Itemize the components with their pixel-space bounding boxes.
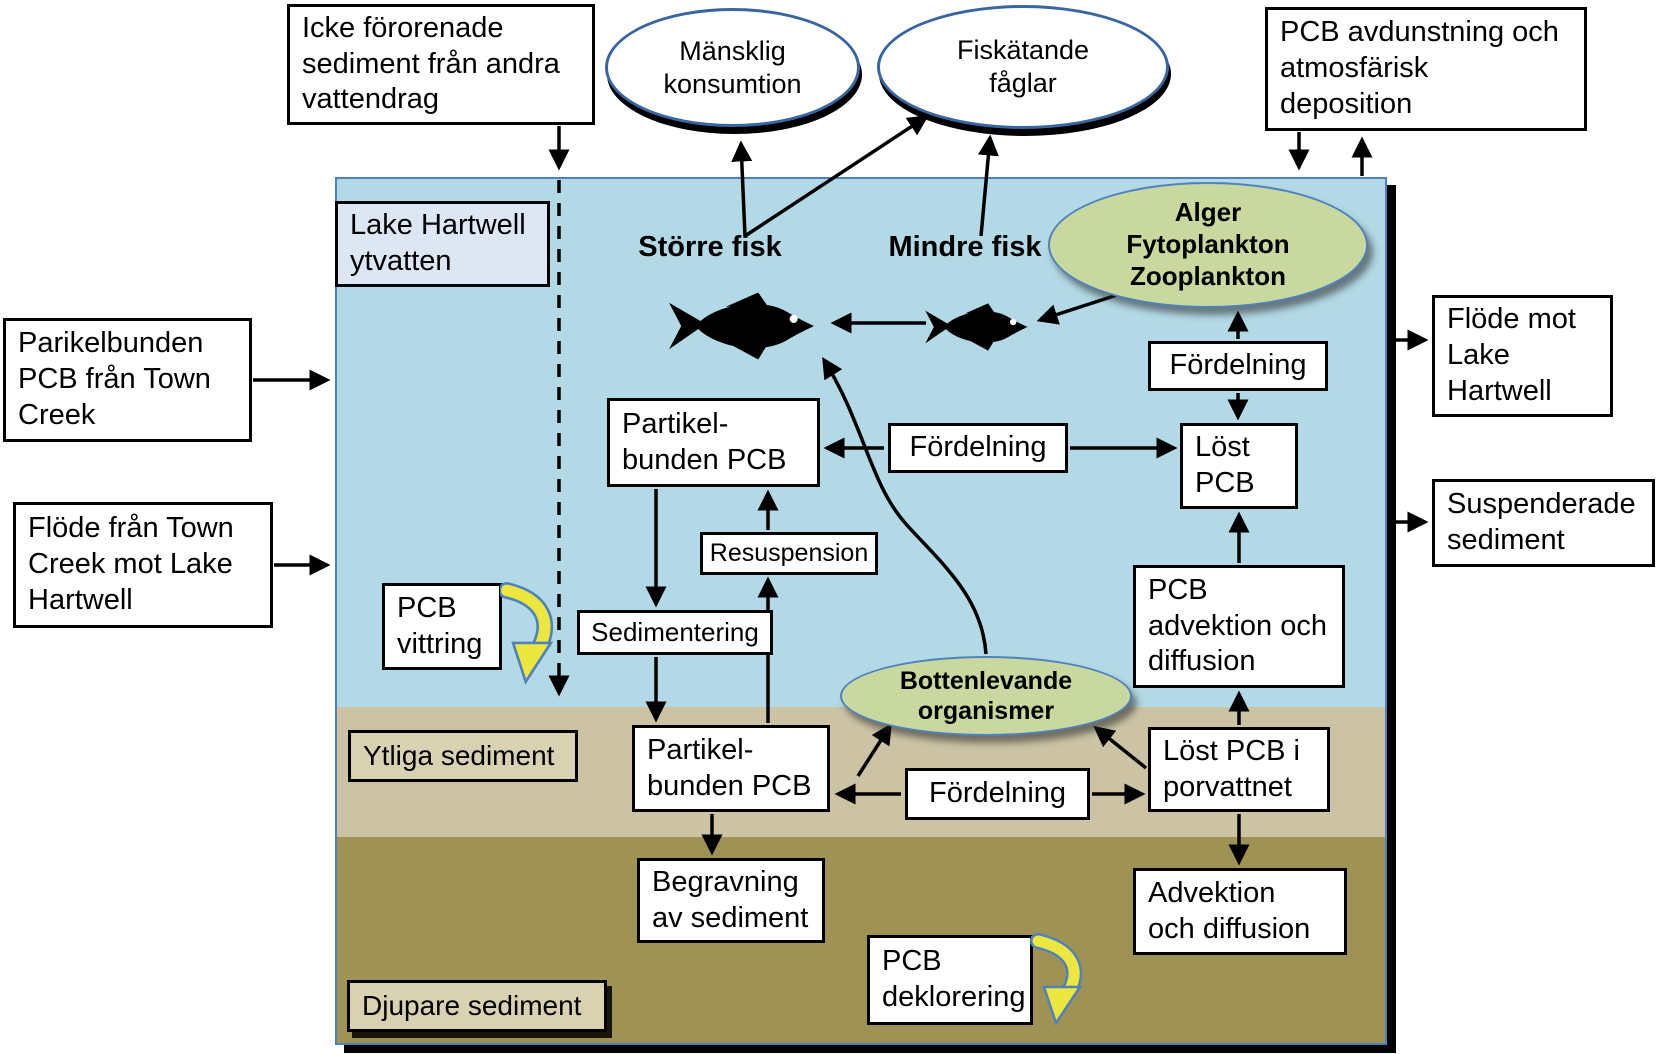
pcb-advection-line2: advektion och xyxy=(1148,609,1327,642)
dissolved-pcb-line2: PCB xyxy=(1195,467,1255,499)
partitioning-sediment-text: Fördelning xyxy=(928,777,1067,810)
box-sedimentation: Sedimentering xyxy=(577,610,773,655)
resuspension-text: Resuspension xyxy=(709,539,869,567)
label-smaller-fish: Mindre fisk xyxy=(888,231,1042,263)
fish-eating-birds-line2: fåglar xyxy=(989,68,1057,98)
weathering-line2: vittring xyxy=(397,627,483,660)
flow-towncreek-line1: Flöde från Town xyxy=(28,512,234,545)
particle-water-line1: Partikel- xyxy=(622,407,729,440)
box-pcb-weathering: PCB vittring xyxy=(382,583,502,670)
box-evaporation-deposition: PCB avdunstning och atmosfärisk depositi… xyxy=(1265,7,1587,131)
flow-to-lake-line3: Hartwell xyxy=(1447,374,1552,407)
dechlorination-cycle-arrow-icon xyxy=(1030,933,1083,1026)
particle-sed-line1: Partikel- xyxy=(647,733,754,766)
ellipse-fish-eating-birds: Fiskätande fåglar xyxy=(877,5,1169,129)
box-unpolluted-sediment: Icke förorenade sediment från andra vatt… xyxy=(287,4,595,125)
particle-towncreek-line3: Creek xyxy=(18,398,96,431)
arrow-sedpcb-to-benthic xyxy=(856,723,892,777)
box-dissolved-pcb-porewater: Löst PCB i porvattnet xyxy=(1148,727,1330,812)
partitioning-upper-text: Fördelning xyxy=(1169,349,1307,382)
weathering-cycle-arrow-icon xyxy=(500,582,554,685)
particle-sed-line2: bunden PCB xyxy=(647,769,812,802)
box-flow-to-lake: Flöde mot Lake Hartwell xyxy=(1432,295,1613,417)
benthic-line1: Bottenlevande xyxy=(899,666,1073,695)
ellipse-benthic-organisms: Bottenlevande organismer xyxy=(840,656,1132,736)
partitioning-water-text: Fördelning xyxy=(909,431,1047,464)
sedimentation-text: Sedimentering xyxy=(591,617,759,648)
arrow-bigfish-to-human xyxy=(731,140,753,237)
flow-towncreek-line2: Creek mot Lake xyxy=(28,548,233,581)
porewater-line1: Löst PCB i xyxy=(1163,734,1300,767)
label-deep-sediment: Djupare sediment xyxy=(347,980,607,1032)
suspended-line2: sediment xyxy=(1447,524,1565,556)
larger-fish-icon xyxy=(669,292,814,360)
smaller-fish-icon xyxy=(925,303,1028,351)
box-particle-bound-pcb-water: Partikel- bunden PCB xyxy=(607,398,820,487)
box-particle-pcb-town-creek: Parikelbunden PCB från Town Creek xyxy=(3,318,252,442)
fish-eating-birds-line1: Fiskätande xyxy=(956,35,1090,66)
box-pcb-advection-diffusion: PCB advektion och diffusion xyxy=(1133,565,1345,688)
evaporation-line3: deposition xyxy=(1280,87,1413,120)
deep-sediment-text: Djupare sediment xyxy=(362,989,582,1021)
flow-to-lake-line1: Flöde mot xyxy=(1447,303,1576,336)
pcb-advection-line1: PCB xyxy=(1148,573,1208,606)
dechlorination-line1: PCB xyxy=(882,945,942,978)
plankton-line2: Fytoplankton xyxy=(1126,229,1290,260)
suspended-line1: Suspenderade xyxy=(1447,488,1636,521)
box-pcb-dechlorination: PCB deklorering xyxy=(867,935,1033,1025)
deep-advection-line1: Advektion xyxy=(1148,876,1276,909)
deep-advection-line2: och diffusion xyxy=(1148,912,1311,945)
burial-line1: Begravning xyxy=(652,865,799,898)
box-flow-from-town-creek: Flöde från Town Creek mot Lake Hartwell xyxy=(13,502,273,628)
arrow-porewater-to-benthic xyxy=(1093,725,1148,770)
box-partitioning-upper: Fördelning xyxy=(1148,341,1328,391)
evaporation-line2: atmosfärisk xyxy=(1280,52,1429,85)
box-dissolved-pcb: Löst PCB xyxy=(1180,423,1298,509)
surface-sediment-text: Ytliga sediment xyxy=(363,739,555,771)
particle-towncreek-line2: PCB från Town xyxy=(18,363,211,396)
box-partitioning-sediment: Fördelning xyxy=(905,768,1090,820)
burial-line2: av sediment xyxy=(652,901,809,934)
box-sediment-burial: Begravning av sediment xyxy=(637,858,825,943)
arrow-bigfish-to-birds xyxy=(744,115,929,238)
benthic-line2: organismer xyxy=(917,697,1055,725)
porewater-line2: porvattnet xyxy=(1163,770,1292,803)
human-consumption-line1: Mänsklig xyxy=(679,35,786,66)
weathering-line1: PCB xyxy=(397,591,457,624)
box-unpolluted-sediment-line1: Icke förorenade xyxy=(302,11,504,44)
label-larger-fish: Större fisk xyxy=(638,231,782,263)
flow-towncreek-line3: Hartwell xyxy=(28,583,133,616)
label-surface-sediment: Ytliga sediment xyxy=(348,730,578,782)
plankton-line3: Zooplankton xyxy=(1130,260,1286,291)
box-suspended-sediment: Suspenderade sediment xyxy=(1432,479,1655,567)
dechlorination-line2: deklorering xyxy=(882,981,1026,1013)
box-unpolluted-sediment-line2: sediment från andra xyxy=(302,47,560,80)
box-advection-diffusion-deep: Advektion och diffusion xyxy=(1133,868,1347,955)
human-consumption-line2: konsumtion xyxy=(663,68,802,99)
arrow-plankton-to-smallfish xyxy=(1036,292,1121,325)
box-partitioning-water: Fördelning xyxy=(888,423,1068,473)
box-unpolluted-sediment-line3: vattendrag xyxy=(302,83,440,116)
arrow-smallfish-to-birds xyxy=(977,134,999,237)
label-lake-hartwell-surface-water: Lake Hartwell ytvatten xyxy=(335,201,550,287)
particle-water-line2: bunden PCB xyxy=(622,443,787,476)
box-particle-bound-pcb-sediment: Partikel- bunden PCB xyxy=(632,725,830,812)
ellipse-algae-plankton: Alger Fytoplankton Zooplankton xyxy=(1048,182,1368,308)
arrow-benthic-to-bigfish xyxy=(822,357,988,655)
dissolved-pcb-line1: Löst xyxy=(1195,431,1250,464)
box-resuspension: Resuspension xyxy=(700,532,878,575)
ellipse-human-consumption: Mänsklig konsumtion xyxy=(605,8,860,127)
particle-towncreek-line1: Parikelbunden xyxy=(18,327,204,360)
plankton-line1: Alger xyxy=(1174,197,1242,228)
evaporation-line1: PCB avdunstning och xyxy=(1280,16,1559,49)
pcb-advection-line3: diffusion xyxy=(1148,645,1256,678)
flow-to-lake-line2: Lake xyxy=(1447,339,1510,372)
lake-surface-water-text: Lake Hartwell ytvatten xyxy=(350,209,526,277)
